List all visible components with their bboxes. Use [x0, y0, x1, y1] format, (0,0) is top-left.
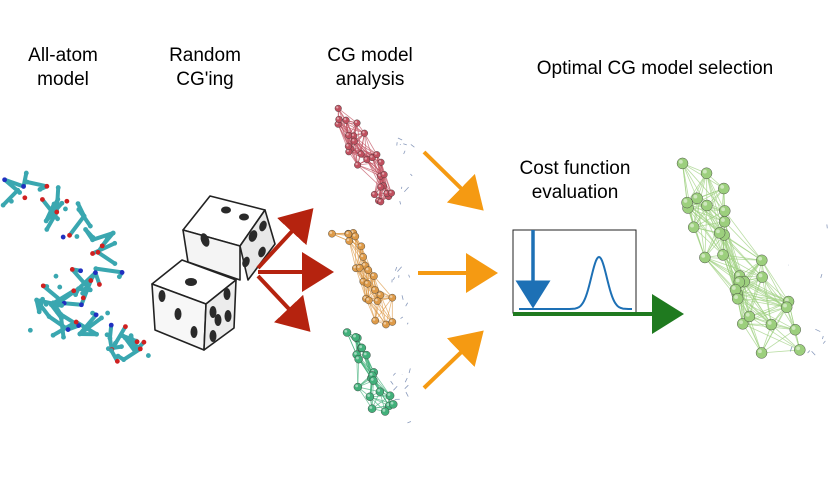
random-cg-title: Random CG'ing	[150, 44, 260, 92]
all-atom-molecule-icon	[0, 170, 151, 364]
cg-model-orange-icon	[328, 229, 410, 329]
dice-arrows	[256, 208, 334, 332]
cg-model-red-icon	[334, 104, 415, 206]
cost-function-title-line1: Cost function	[519, 158, 631, 179]
cg-analysis-title-line2: analysis	[335, 69, 405, 90]
selection-title-text: Optimal CG model selection	[536, 58, 774, 79]
cost-curve	[519, 255, 632, 310]
cost-function-title: Cost function evaluation	[500, 157, 650, 205]
orange-arrow-top	[422, 150, 484, 211]
cg-analysis-title-line1: CG model	[327, 45, 413, 66]
optimal-cg-model-icon	[676, 157, 828, 359]
cost-function-plot	[512, 229, 637, 314]
evaluation-arrows	[418, 150, 498, 390]
cost-function-title-line2: evaluation	[531, 182, 619, 203]
all-atom-title: All-atom model	[8, 44, 118, 92]
random-cg-title-line2: CG'ing	[176, 69, 234, 90]
selection-title: Optimal CG model selection	[500, 57, 810, 81]
dice-arrow-bottom	[256, 274, 311, 332]
dice-arrow-top	[256, 208, 314, 270]
all-atom-title-line1: All-atom	[28, 45, 98, 66]
all-atom-title-line2: model	[37, 69, 89, 90]
dice-icon	[151, 195, 276, 351]
cg-model-green-icon	[342, 328, 412, 424]
random-cg-title-line1: Random	[169, 45, 241, 66]
cg-analysis-title: CG model analysis	[310, 44, 430, 92]
orange-arrow-bottom	[422, 330, 484, 390]
